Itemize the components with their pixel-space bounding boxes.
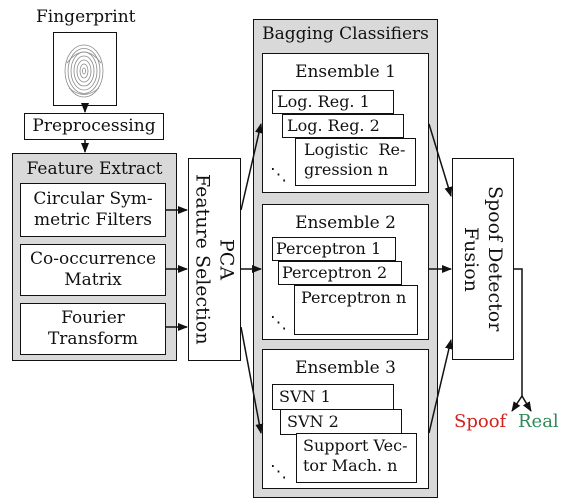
ensemble-title: Ensemble 3: [295, 358, 396, 378]
ensemble-ellipsis: ⋱: [270, 165, 288, 185]
bagging-classifiers-title: Bagging Classifiers: [262, 24, 429, 44]
classifier-item: Log. Reg. 2: [282, 114, 404, 138]
classifier-item: Perceptron n: [294, 285, 418, 335]
classifier-item: Perceptron 2: [278, 261, 402, 285]
fingerprint-title: Fingerprint: [36, 7, 136, 27]
ensemble-title: Ensemble 1: [295, 62, 396, 82]
feature-item: Circular Sym- metric Filters: [20, 183, 166, 237]
classifier-item: Perceptron 1: [272, 237, 396, 261]
preprocessing-box: Preprocessing: [24, 113, 164, 140]
spoof-output-label: Spoof: [454, 411, 507, 432]
classifier-item: Logistic Re- gression n: [295, 138, 416, 186]
feature-extract-title: Feature Extract: [26, 159, 163, 179]
pca-feature-selection-box: PCA Feature Selection: [188, 158, 241, 361]
real-output-label: Real: [518, 411, 559, 432]
classifier-item: SVN 2: [280, 409, 402, 435]
feature-item: Co-occurrence Matrix: [20, 244, 166, 296]
arrow-to-real: [521, 395, 532, 412]
feature-item: Fourier Transform: [20, 303, 166, 355]
fingerprint-icon: [64, 44, 104, 98]
arrow-fusion-output-stem: [514, 268, 523, 396]
arrow-to-spoof: [511, 395, 523, 412]
classifier-item: SVN 1: [272, 384, 394, 410]
ensemble-title: Ensemble 2: [295, 213, 396, 233]
fingerprint-image-frame: [53, 32, 117, 106]
ensemble-ellipsis: ⋱: [270, 462, 288, 482]
classifier-item: Log. Reg. 1: [272, 90, 394, 114]
ensemble-ellipsis: ⋱: [270, 313, 288, 333]
spoof-detector-fusion-box: Spoof Detector Fusion: [452, 158, 514, 360]
classifier-item: Support Vec- tor Mach. n: [296, 433, 417, 483]
